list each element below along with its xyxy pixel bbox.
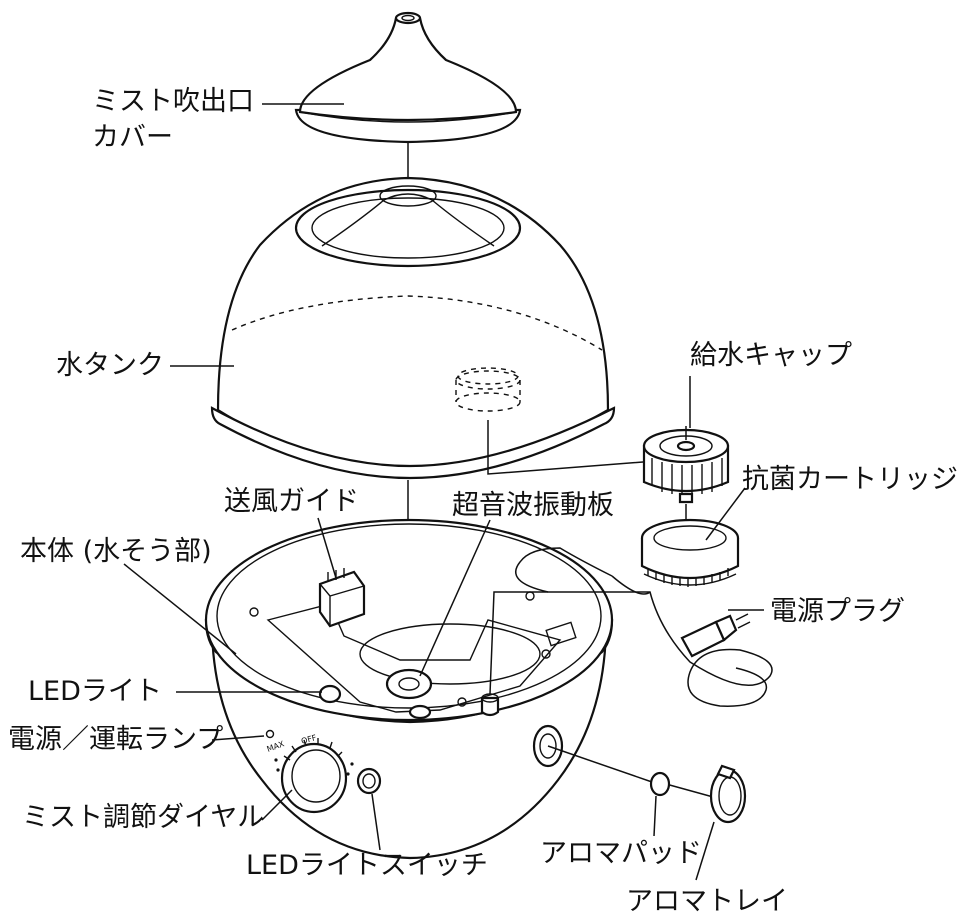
label-aroma-tray: アロマトレイ: [626, 886, 788, 917]
label-water-supply-cap: 給水キャップ: [690, 340, 852, 371]
label-power-run-lamp: 電源／運転ランプ: [8, 724, 223, 755]
label-mist-outlet-cover-1: ミスト吹出口: [92, 86, 254, 117]
antibacterial-cartridge-part: [640, 518, 740, 587]
label-led-light: LEDライト: [28, 676, 162, 707]
mist-outlet-cover-part: [294, 11, 522, 144]
aroma-pad-part: [649, 771, 671, 797]
label-power-plug: 電源プラグ: [770, 596, 905, 627]
leader-lines: [123, 103, 764, 881]
body-part: MAX OFF: [204, 518, 614, 860]
aroma-tray-part: [709, 764, 747, 824]
label-air-guide: 送風ガイド: [224, 486, 359, 517]
label-mist-outlet-cover-2: カバー: [92, 122, 173, 153]
label-mist-dial: ミスト調節ダイヤル: [22, 802, 264, 833]
label-ultrasonic-plate: 超音波振動板: [452, 490, 614, 521]
water-tank-part: [210, 176, 616, 480]
label-water-tank: 水タンク: [56, 350, 164, 381]
label-led-light-switch: LEDライトスイッチ: [246, 850, 488, 881]
label-aroma-pad: アロマパッド: [540, 838, 702, 869]
cap-guide-line: [487, 420, 695, 475]
label-antibacterial-cartridge: 抗菌カートリッジ: [742, 464, 958, 495]
aroma-guide-line: [547, 745, 653, 783]
water-supply-cap-part: [642, 426, 730, 504]
power-cord-part: [489, 547, 773, 707]
label-body: 本体 (水そう部): [20, 536, 212, 567]
